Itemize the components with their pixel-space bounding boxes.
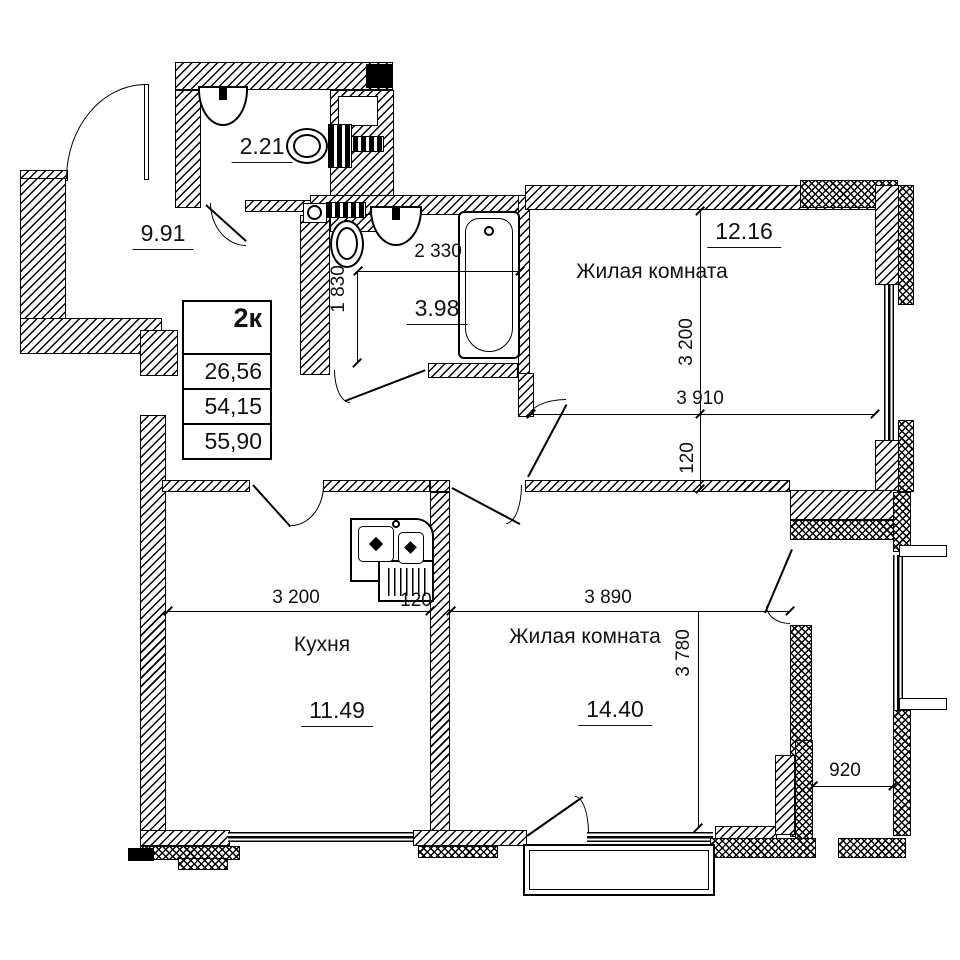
- window-balcony-glazing: [893, 555, 903, 835]
- wall-kitchen-top-left: [162, 480, 250, 492]
- wall-mid-stub: [430, 480, 450, 492]
- living1-area-label: 12.16: [707, 218, 781, 248]
- bath-toilet-bowl-inner: [336, 227, 358, 260]
- dim-label-bath-width: 2 330: [414, 241, 462, 262]
- dim-line-living1-height: [700, 211, 701, 415]
- wall-balcony-right-bottom: [893, 710, 911, 836]
- wall-bottom-step: [178, 858, 228, 870]
- window-sill-bottom: [899, 698, 947, 710]
- bath-sink-tap-icon: [392, 208, 400, 220]
- wc-toilet-bowl-inner: [293, 134, 321, 158]
- dim-line-living1-width: [530, 414, 875, 415]
- total-area-value: 55,90: [184, 423, 270, 458]
- wall-balcony-pier: [775, 755, 795, 835]
- wall-outer-right-mid: [898, 420, 914, 492]
- window-living2: [587, 832, 713, 842]
- dim-label-living1-height: 3 200: [676, 318, 697, 366]
- bath-toilet-cistern-icon: [326, 202, 366, 218]
- wall-hall-left: [20, 178, 66, 320]
- dim-label-living1-width: 3 910: [676, 388, 724, 409]
- dim-line-balcony-width: [812, 786, 893, 787]
- vent-shaft-icon: [366, 64, 392, 88]
- kitchen-drainboard-icon: [388, 568, 428, 596]
- dim-line-bath-width: [357, 271, 520, 272]
- bath-door-arc: [334, 370, 350, 403]
- living2-area-label: 14.40: [578, 696, 652, 726]
- balcony-door-leaf: [764, 549, 793, 614]
- balcony-front-bay-inner: [529, 850, 709, 890]
- floor-drain-circle: [307, 205, 322, 220]
- wall-living1-right-top: [875, 185, 900, 285]
- living2-name-label: Жилая комната: [509, 625, 661, 648]
- balcony-front-door-arc: [575, 796, 589, 833]
- kitchen-faucet-icon: [392, 520, 400, 528]
- wall-bottom-far-right-ins: [838, 838, 906, 858]
- wc-toilet-cistern-icon: [328, 124, 352, 168]
- dim-line-living2-width: [450, 611, 790, 612]
- window-sill-top: [899, 545, 947, 557]
- wall-hall-corner: [140, 330, 178, 376]
- wall-living1-right-bottom: [875, 440, 900, 492]
- wc-sink-tap-icon: [219, 88, 227, 100]
- bathtub-inner: [465, 218, 513, 352]
- entry-door-leaf: [144, 84, 149, 180]
- kitchen-door-leaf: [252, 484, 292, 528]
- bath-area-label: 3.98: [406, 295, 468, 325]
- window-kitchen: [228, 832, 415, 842]
- living1-name-label: Жилая комната: [576, 260, 728, 283]
- dim-label-living2-height: 3 780: [673, 629, 694, 677]
- wall-corridor-stub: [518, 373, 534, 417]
- dim-line-wall120: [700, 415, 701, 490]
- dim-label-living2-width: 3 890: [584, 587, 632, 608]
- apartment-type: 2к: [233, 303, 262, 333]
- living2-door-arc: [506, 485, 522, 524]
- dim-label-bath-height: 1 830: [328, 265, 349, 313]
- dim-label-kitchen-wall: 120: [400, 590, 432, 611]
- wall-wc-top: [175, 62, 393, 90]
- dim-label-wall120: 120: [677, 442, 698, 474]
- wall-living2-top: [525, 480, 790, 492]
- wall-bath-left: [300, 215, 330, 375]
- living-area-value: 26,56: [184, 353, 270, 388]
- bath-door-leaf: [344, 369, 426, 402]
- wall-kitchen-left: [140, 415, 166, 860]
- wall-bottom-corner-black: [128, 848, 154, 861]
- wall-bath-bottom: [428, 363, 518, 378]
- kitchen-door-arc: [291, 485, 324, 526]
- area-value: 54,15: [184, 388, 270, 423]
- wall-balcony-right-top: [893, 492, 911, 552]
- dim-line-living2-height: [698, 611, 699, 828]
- kitchen-sink-basin2-icon: [398, 532, 424, 564]
- wall-bottom-mid-ins: [418, 846, 498, 858]
- dim-line-bath-height: [357, 271, 358, 363]
- wall-balcony-corner: [790, 490, 898, 520]
- kitchen-name-label: Кухня: [293, 633, 351, 656]
- wc-area-label: 2.21: [231, 133, 293, 163]
- wall-wc-left: [175, 90, 201, 208]
- dim-label-balcony-width: 920: [829, 760, 861, 781]
- wall-balcony-pier-ins: [795, 740, 813, 840]
- wall-bottom-right-ins: [710, 838, 816, 858]
- wc-door-arc: [210, 203, 246, 246]
- kitchen-area-label: 11.49: [301, 697, 373, 727]
- dim-line-kitchen-width: [167, 611, 430, 612]
- vent-niche: [338, 96, 378, 126]
- wall-outer-right-top: [898, 185, 914, 305]
- dim-label-kitchen-width: 3 200: [272, 587, 320, 608]
- entry-door-arc: [66, 84, 146, 179]
- window-living1: [884, 285, 894, 440]
- wall-bottom-left: [140, 830, 230, 846]
- wall-kitchen-top-right: [323, 480, 430, 492]
- wall-balcony-corner-ins: [790, 520, 898, 540]
- hall-area-label: 9.91: [132, 220, 194, 250]
- wall-bottom-mid: [413, 830, 527, 846]
- apartment-info-table: 2к 26,56 54,15 55,90: [182, 300, 272, 460]
- bathtub-drain-icon: [484, 226, 494, 236]
